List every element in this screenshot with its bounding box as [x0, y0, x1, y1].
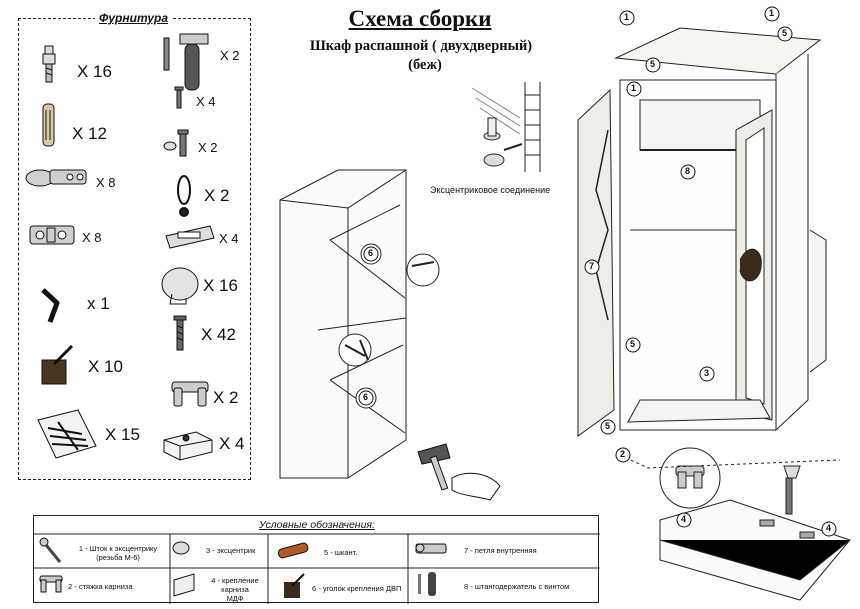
cap-icon — [161, 267, 199, 305]
qty-rod-holder: X 2 — [220, 48, 240, 63]
callout-4a: 4 — [681, 514, 687, 524]
callout-8: 8 — [685, 166, 691, 176]
qty-nails: X 15 — [105, 425, 140, 444]
small-screw-icon — [174, 86, 184, 109]
nails-bag-icon — [37, 409, 97, 459]
qty-wood-dowel: X 12 — [72, 124, 107, 143]
legend-item-7: 7 - петля внутренняя — [464, 546, 537, 555]
callout-7: 7 — [589, 261, 595, 271]
callout-6a: 6 — [368, 248, 374, 258]
hammer-icon — [417, 443, 501, 501]
qty-hinge-plate: X 8 — [82, 230, 102, 245]
product-name: Шкаф распашной ( двухдверный) — [309, 38, 533, 54]
legend-corner-icon — [284, 573, 305, 598]
wood-screw-icon — [173, 315, 187, 351]
support-block-icon — [163, 431, 213, 461]
callout-3: 3 — [704, 368, 710, 378]
callout-5c: 5 — [630, 339, 636, 349]
callout-5a: 5 — [782, 28, 788, 38]
callout-2: 2 — [620, 449, 626, 459]
product-color: (беж) — [408, 57, 442, 73]
qty-cornice-mount: X 4 — [219, 231, 239, 246]
qty-hinge: X 8 — [96, 175, 116, 190]
qty-hex-key: x 1 — [87, 294, 110, 313]
qty-small-screw: X 4 — [196, 94, 216, 109]
legend-hinge-icon — [415, 543, 447, 554]
legend-cornice-icon — [173, 573, 195, 597]
eccentric-detail — [471, 82, 541, 172]
legend-item-2: 2 - стяжка карниза — [68, 582, 133, 591]
qty-cornice-tie: X 2 — [213, 388, 239, 407]
callout-1a: 1 — [624, 12, 630, 22]
hinge-plate-icon — [29, 225, 75, 245]
cornice-tie-icon — [171, 381, 209, 407]
hinge-icon — [25, 169, 87, 187]
callout-5b: 5 — [650, 59, 656, 69]
dowel-pin-icon — [42, 45, 56, 83]
legend-dowel-icon — [277, 542, 309, 559]
cornice-mount-icon — [165, 225, 215, 249]
screw-washer-icon — [163, 129, 189, 157]
legend-item-1: 1 - Шток к эксцентрику(резьба М-6) — [78, 544, 158, 562]
rod-holder-icon — [163, 33, 209, 91]
legend-tie-icon — [39, 575, 63, 593]
callout-1c: 1 — [631, 83, 637, 93]
legend-eccentric-icon — [172, 541, 190, 555]
qty-dowel-pin: X 16 — [77, 62, 112, 81]
hex-key-icon — [41, 288, 60, 323]
callout-1b: 1 — [769, 8, 775, 18]
legend-item-8: 8 - штангодержатель с винтом — [464, 582, 570, 591]
corner-bracket-icon — [41, 344, 74, 385]
qty-corner-bracket: X 10 — [88, 357, 123, 376]
wood-dowel-icon — [42, 103, 55, 147]
pendant-handle-icon — [177, 175, 191, 217]
qty-pendant-handle: X 2 — [204, 186, 230, 205]
base-detail — [659, 447, 851, 601]
eccentric-caption: Эксцентриковое соединение — [430, 185, 551, 195]
legend-box: Условные обозначения: 1 - Шток к эксцент… — [33, 515, 600, 604]
legend-rod-holder-icon — [418, 572, 436, 596]
legend-title: Условные обозначения: — [259, 519, 375, 531]
hardware-title: Фурнитура — [95, 11, 172, 25]
legend-item-3: 3 - эксцентрик — [206, 546, 256, 555]
legend-rod-icon — [39, 537, 62, 563]
qty-wood-screw: X 42 — [201, 325, 236, 344]
callout-6b: 6 — [363, 392, 369, 402]
qty-screw-washer: X 2 — [198, 140, 218, 155]
qty-cap: X 16 — [203, 276, 238, 295]
callout-5d: 5 — [605, 421, 611, 431]
page-title: Схема сборки — [348, 6, 492, 31]
legend-item-5: 5 - шкант. — [324, 548, 358, 557]
qty-support-block: X 4 — [219, 434, 245, 453]
callout-4b: 4 — [826, 523, 832, 533]
legend-grid — [34, 533, 600, 604]
legend-item-6: 6 - уголок крепления ДВП — [312, 584, 402, 593]
